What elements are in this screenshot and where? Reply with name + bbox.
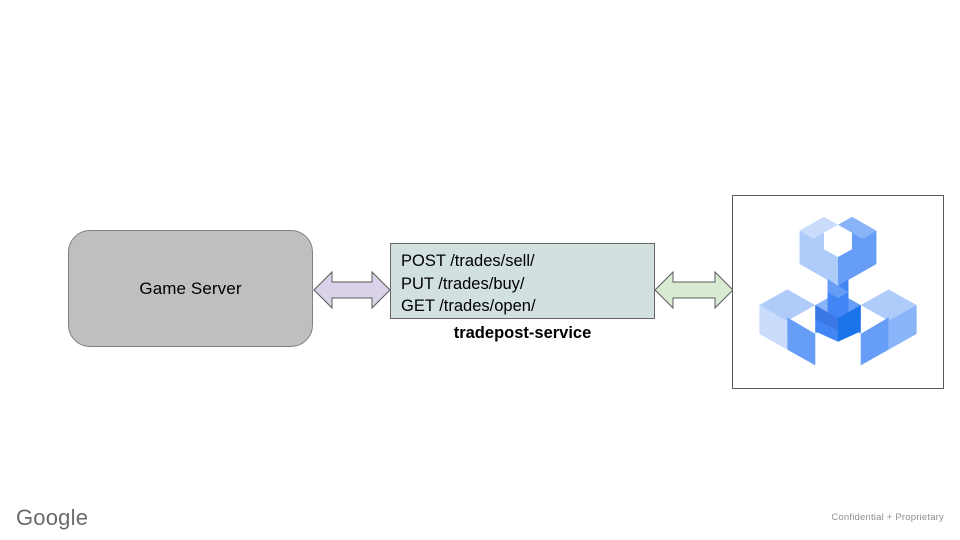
node-game-server[interactable]: Game Server (68, 230, 313, 347)
connector-tradepost-to-tools[interactable] (654, 262, 734, 318)
game-server-label: Game Server (139, 278, 242, 298)
double-arrow-shape (654, 270, 734, 310)
three-way-wrench-icon (759, 216, 917, 366)
endpoint-put-trades-buy: PUT /trades/buy/ (401, 274, 525, 293)
endpoint-post-trades-sell: POST /trades/sell/ (401, 252, 535, 270)
node-tools-logo-frame[interactable] (732, 195, 944, 389)
double-arrow-shape (313, 270, 391, 310)
confidential-proprietary-note: Confidential + Proprietary (831, 512, 944, 523)
endpoint-get-trades-open: GET /trades/open/ (401, 297, 536, 315)
node-tradepost-service[interactable]: POST /trades/sell/ PUT /trades/buy/ GET … (390, 243, 655, 319)
connector-game-server-to-tradepost[interactable] (313, 262, 391, 318)
tradepost-service-caption: tradepost-service (453, 324, 592, 342)
google-wordmark: Google (16, 505, 89, 530)
